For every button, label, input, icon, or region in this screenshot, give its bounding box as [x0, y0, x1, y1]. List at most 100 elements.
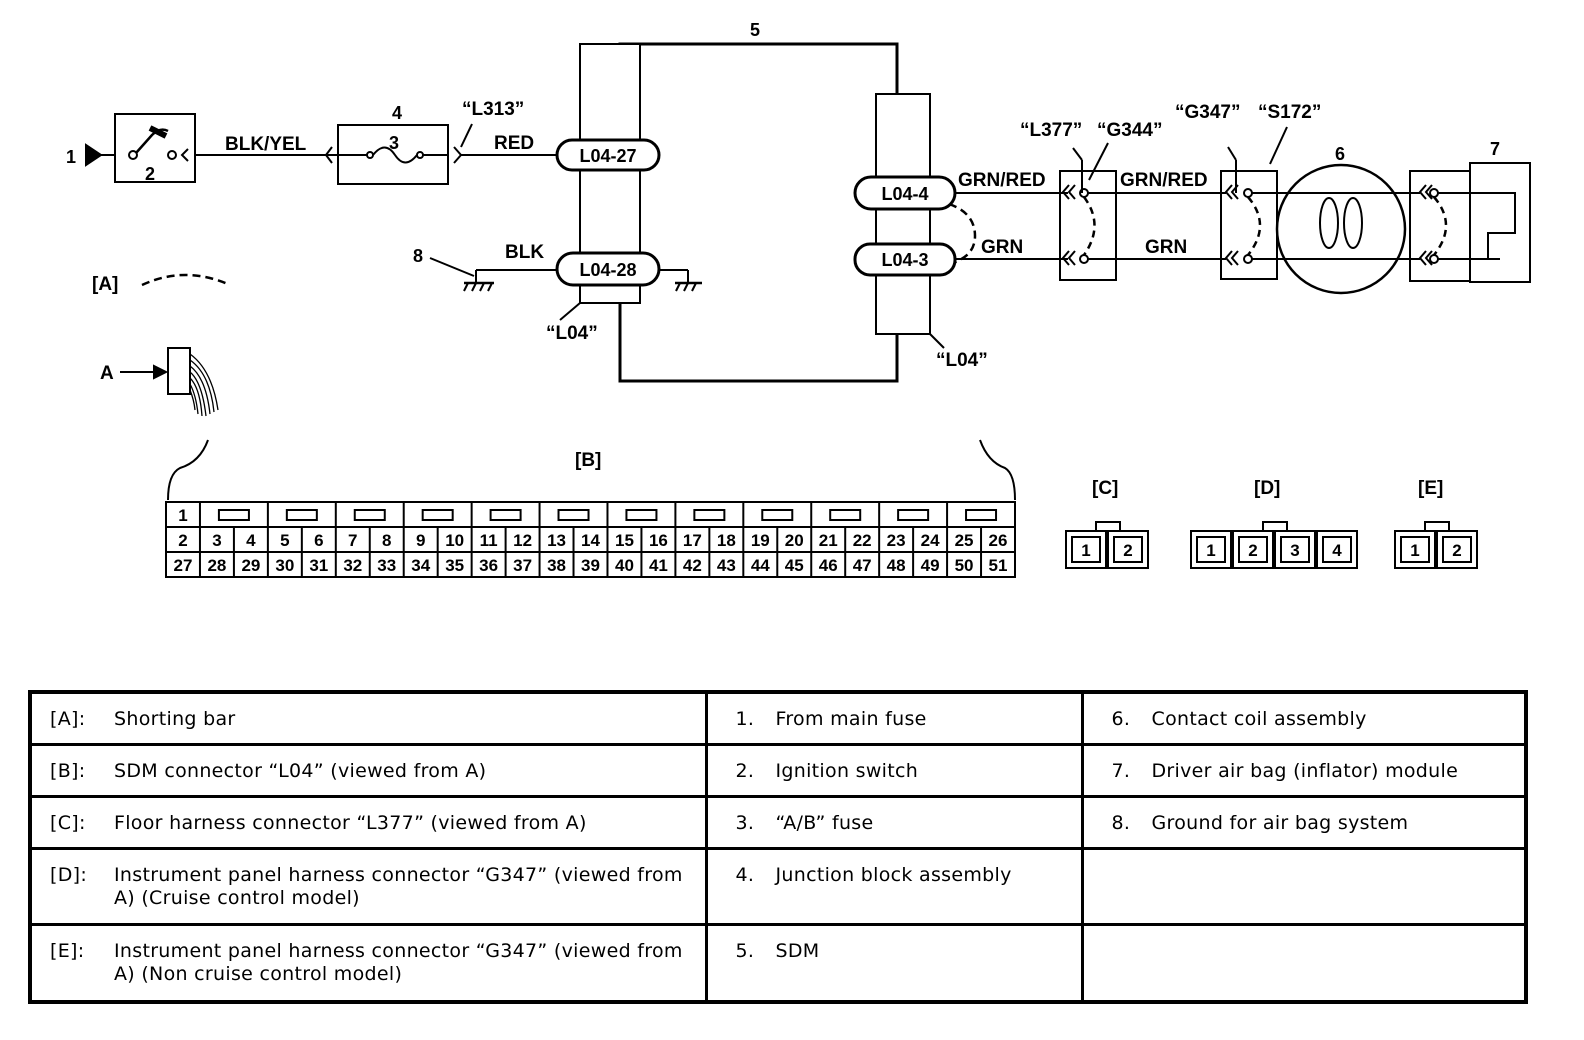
connector-pin-label: 1: [1081, 541, 1090, 560]
legend-row: [E]:Instrument panel harness connector “…: [28, 922, 1528, 1004]
wire-grn-red-1: GRN/RED: [958, 170, 1046, 191]
legend-key: [B]:: [50, 759, 86, 782]
legend-text: Instrument panel harness connector “G347…: [114, 863, 683, 909]
tag-s172: “S172”: [1258, 102, 1321, 123]
connector-b-pin: 34: [411, 556, 430, 575]
connector-b-slot: [693, 509, 726, 521]
legend-cell: [A]:Shorting bar: [28, 690, 708, 746]
connector-b-pin: 43: [717, 556, 736, 575]
legend-key: [C]:: [50, 811, 86, 834]
connector-b-pin: 3: [212, 531, 221, 550]
wire-blk: BLK: [505, 242, 544, 263]
connector-b-pin: 21: [819, 531, 838, 550]
sdm-outline-bottom: [618, 296, 899, 383]
connector-b-pin: 46: [819, 556, 838, 575]
legend-text: From main fuse: [775, 708, 927, 730]
legend-cell: [1080, 922, 1528, 1004]
connector-b-pin: 13: [547, 531, 566, 550]
connector-b-pin: 42: [683, 556, 702, 575]
connector-b-pin: 28: [207, 556, 226, 575]
connector-b-pin: 40: [615, 556, 634, 575]
legend-cell: 4.Junction block assembly: [704, 846, 1084, 926]
legend-cell: 1. From main fuse: [704, 690, 1084, 746]
legend-key: 6.: [1111, 708, 1131, 730]
legend-key: [D]:: [50, 863, 88, 886]
legend-row: [A]:Shorting bar 1. From main fuse 6. Contac…: [28, 690, 1528, 746]
connector-b-pin: 27: [174, 556, 193, 575]
connector-b-pin: 33: [377, 556, 396, 575]
connector-b-slot: [285, 509, 318, 521]
connector-b-slot: [761, 509, 794, 521]
legend-cell: 7.Driver air bag (inflator) module: [1080, 742, 1528, 798]
tag-l313: “L313”: [462, 99, 524, 120]
label-contact-coil: 6: [1335, 144, 1345, 164]
connector-b-pin: 36: [479, 556, 498, 575]
connector-b-pin: 1: [178, 506, 187, 525]
legend-key: 3.: [735, 811, 755, 834]
connector-pin-label: 2: [1452, 541, 1461, 560]
connector-b-pin: 14: [581, 531, 600, 550]
connector-b-pin: 45: [785, 556, 804, 575]
callout-c: [C]: [1092, 478, 1118, 499]
legend-cell: 6. Contact coil assembly: [1080, 690, 1528, 746]
legend-text: Contact coil assembly: [1151, 708, 1367, 730]
connector-b-slot: [625, 509, 658, 521]
terminal-l04-27: [555, 138, 661, 172]
connector-pin-label: 1: [1410, 541, 1419, 560]
terminal-l04-4-label: L04-4: [881, 184, 928, 204]
connector-l377-g344: [1059, 170, 1117, 281]
terminal-l04-27-label: L04-27: [579, 146, 636, 166]
connector-b-pin: 35: [445, 556, 464, 575]
wire-grn-red-2: GRN/RED: [1120, 170, 1208, 191]
legend-key: 2.: [735, 759, 755, 782]
legend-key: 1.: [735, 708, 755, 730]
connector-b-pin: 18: [717, 531, 736, 550]
legend-text: Instrument panel harness connector “G347…: [114, 939, 683, 985]
connector-b-pin: 51: [989, 556, 1008, 575]
connector-b-slot: [829, 509, 862, 521]
legend-text: Driver air bag (inflator) module: [1151, 759, 1459, 782]
connector-b-pin: 17: [683, 531, 702, 550]
airbag-module-box: [1469, 162, 1531, 283]
tag-g347: “G347”: [1175, 102, 1240, 123]
connector-b-pin: 8: [382, 531, 391, 550]
connector-b-pin: 4: [246, 531, 256, 550]
connector-b-pin: 20: [785, 531, 804, 550]
connector-b-pin: 9: [416, 531, 425, 550]
legend-cell: 5.SDM: [704, 922, 1084, 1004]
legend-cell: 8.Ground for air bag system: [1080, 794, 1528, 850]
connector-b-pin: 22: [853, 531, 872, 550]
connector-pin-cell: [1107, 530, 1149, 569]
legend-table: [A]:Shorting bar 1. From main fuse 6. Contac…: [28, 690, 1528, 1004]
tag-g344: “G344”: [1097, 120, 1162, 141]
terminal-l04-28-label: L04-28: [579, 260, 636, 280]
legend-text: Ignition switch: [775, 759, 919, 782]
legend-cell: 3.“A/B” fuse: [704, 794, 1084, 850]
connector-b-pin: 11: [480, 531, 498, 550]
legend-text: Junction block assembly: [775, 863, 1012, 886]
contact-coil-circle: [1275, 163, 1407, 295]
tag-l04-left: “L04”: [546, 323, 598, 344]
wire-blk-yel: BLK/YEL: [225, 134, 307, 155]
sdm-outline: [618, 42, 899, 135]
legend-cell: 2. Ignition switch: [704, 742, 1084, 798]
connector-b-pin: 15: [615, 531, 634, 550]
connector-b-pin: 7: [348, 531, 357, 550]
callout-b: [B]: [575, 450, 601, 471]
connector-b-pin: 30: [275, 556, 294, 575]
connector-pin-label: 4: [1332, 541, 1342, 560]
label-ground: 8: [413, 246, 423, 266]
label-airbag-module: 7: [1490, 139, 1500, 159]
connector-b-pin: 41: [649, 556, 668, 575]
connector-b-pin: 26: [989, 531, 1008, 550]
connector-b-pin: 24: [921, 531, 940, 550]
connector-b-pin: 49: [921, 556, 940, 575]
connector-b-slot: [217, 509, 250, 521]
connector-pin-label: 3: [1290, 541, 1299, 560]
connector-b-pin: 25: [955, 531, 974, 550]
legend-key: 5.: [735, 939, 755, 962]
terminal-l04-4: [853, 175, 957, 211]
legend-cell: [B]:SDM connector “L04” (viewed from A): [28, 742, 708, 798]
connector-b-pin: 50: [955, 556, 974, 575]
